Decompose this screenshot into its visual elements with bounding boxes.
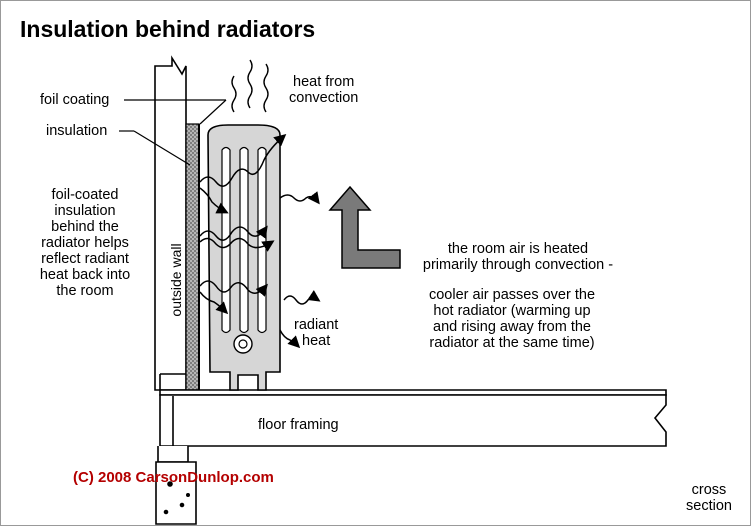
label-radiant-heat: radiant heat — [294, 317, 339, 349]
floor-structure — [155, 373, 667, 525]
radiator — [207, 124, 281, 391]
label-explanation: foil-coated insulation behind the radiat… — [39, 187, 131, 299]
label-heat-from-convection: heat from convection — [289, 74, 359, 106]
convection-arrow — [328, 185, 401, 269]
convection-heat-waves — [231, 59, 269, 113]
label-foil-coating: foil coating — [40, 92, 110, 108]
radiant-heat-arrows — [199, 134, 321, 349]
label-room-air: the room air is heated primarily through… — [422, 241, 614, 273]
copyright-notice: (C) 2008 CarsonDunlop.com — [73, 469, 274, 486]
label-outside-wall: outside wall — [168, 243, 184, 317]
label-cross-section: cross section — [686, 482, 732, 514]
diagram-title: Insulation behind radiators — [20, 16, 316, 42]
label-leader-lines — [119, 99, 227, 166]
label-floor-framing: floor framing — [258, 417, 339, 433]
label-insulation: insulation — [46, 123, 108, 139]
label-cooler-air: cooler air passes over the hot radiator … — [428, 287, 596, 351]
